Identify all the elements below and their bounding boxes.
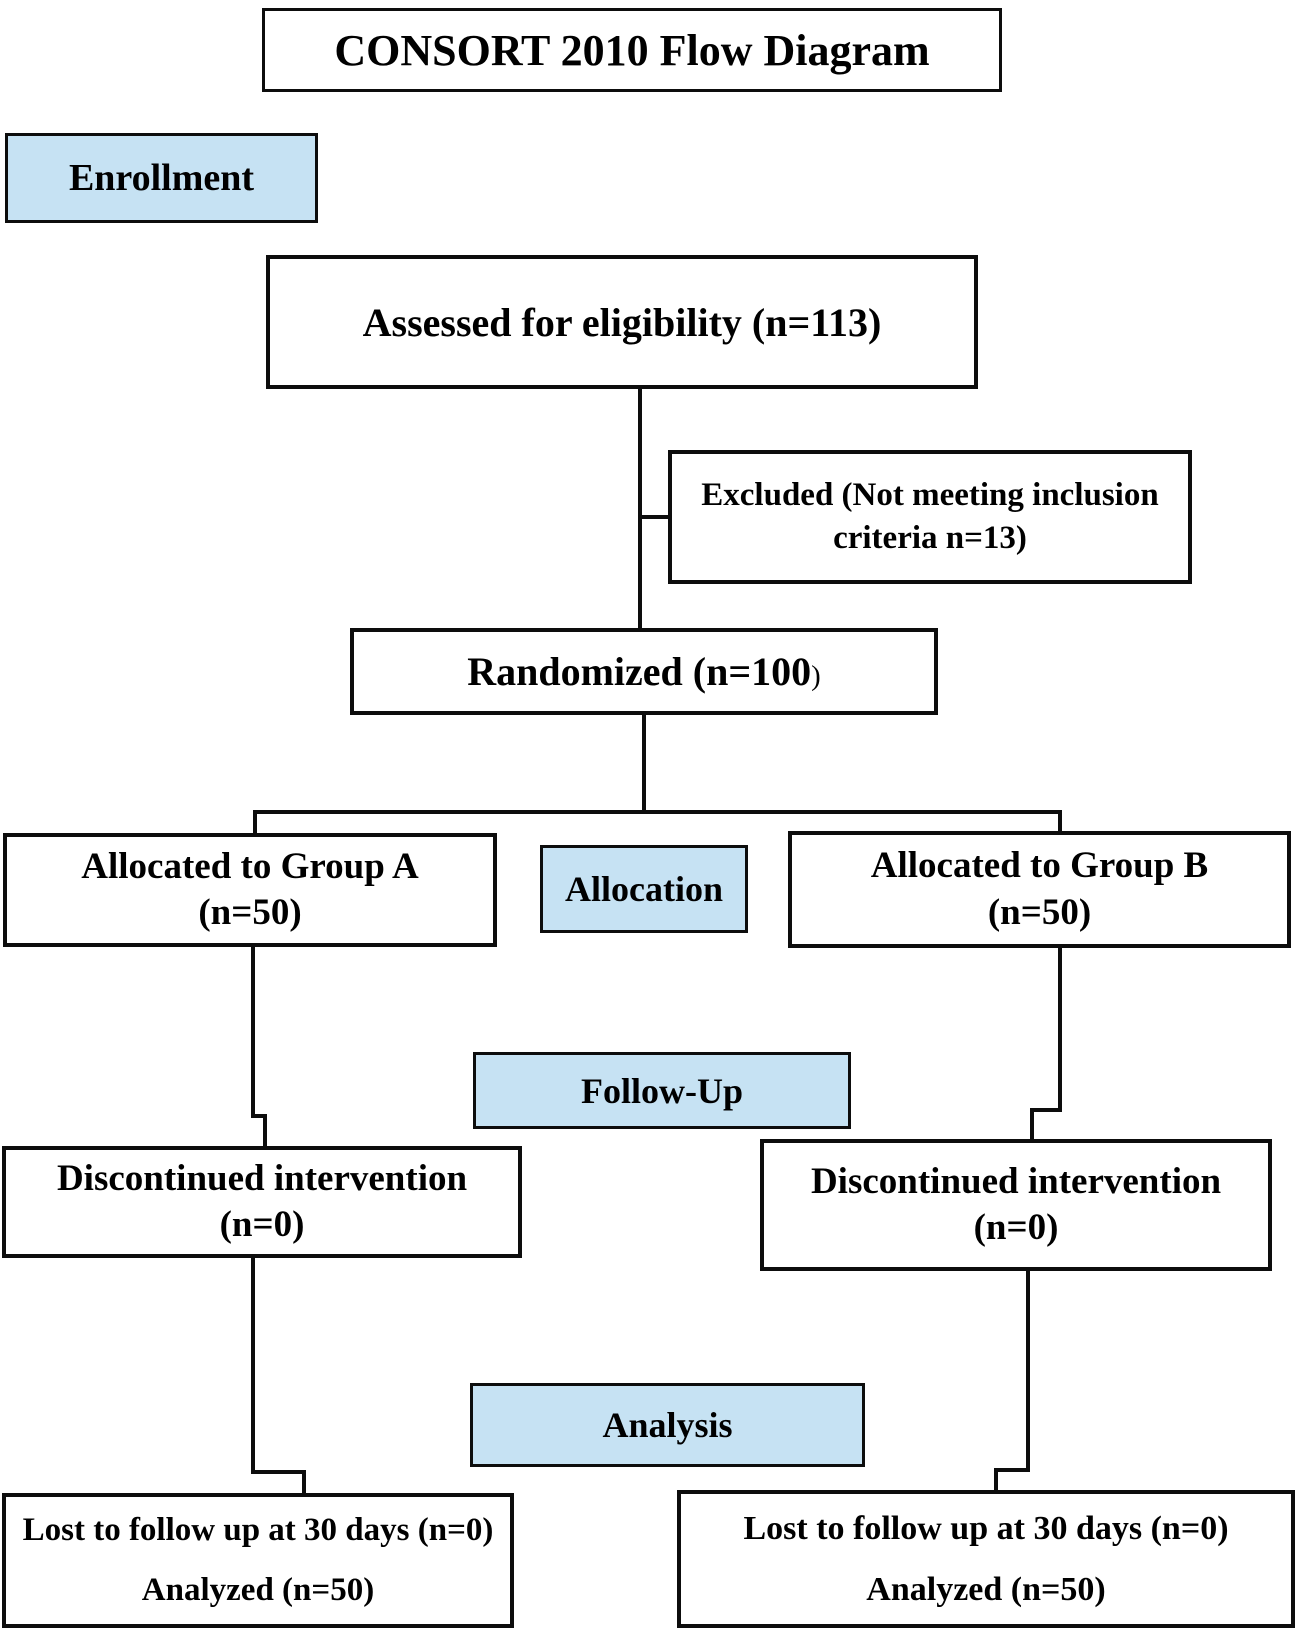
- excluded-text-line2: criteria n=13): [833, 520, 1027, 556]
- connector-assessed-to-randomized: [638, 389, 642, 630]
- group-a-text-line1: Allocated to Group A: [81, 845, 419, 887]
- connector-disc-left-jog-h: [251, 1470, 306, 1474]
- node-lost-analyzed-left: Lost to follow up at 30 days (n=0) Analy…: [2, 1493, 514, 1628]
- stage-label-analysis: Analysis: [470, 1383, 865, 1467]
- lost-left-line1: Lost to follow up at 30 days (n=0): [22, 1512, 494, 1549]
- analysis-label: Analysis: [602, 1405, 733, 1445]
- assessed-text: Assessed for eligibility (n=113): [362, 299, 882, 345]
- connector-disc-right-down: [1026, 1270, 1030, 1472]
- connector-group-b-down: [1058, 947, 1062, 1112]
- discontinued-left-line2: (n=0): [219, 1204, 305, 1245]
- connector-drop-group-b: [1058, 810, 1062, 834]
- diagram-title-box: CONSORT 2010 Flow Diagram: [262, 8, 1002, 92]
- connector-split-horizontal: [253, 810, 1062, 814]
- connector-disc-right-jog-h: [994, 1468, 1030, 1472]
- node-discontinued-left: Discontinued intervention (n=0): [2, 1146, 522, 1258]
- node-excluded: Excluded (Not meeting inclusion criteria…: [668, 450, 1192, 584]
- excluded-text-line1: Excluded (Not meeting inclusion: [701, 477, 1159, 514]
- discontinued-left-line1: Discontinued intervention: [56, 1157, 468, 1199]
- group-a-text-line2: (n=50): [198, 892, 302, 933]
- lost-right-line1: Lost to follow up at 30 days (n=0): [743, 1509, 1229, 1547]
- lost-left-line2: Analyzed (n=50): [141, 1571, 375, 1608]
- connector-group-b-jog-v: [1030, 1108, 1034, 1142]
- discontinued-right-line1: Discontinued intervention: [810, 1160, 1222, 1202]
- node-discontinued-right: Discontinued intervention (n=0): [760, 1139, 1272, 1271]
- connector-drop-group-a: [253, 810, 257, 836]
- group-b-text-line2: (n=50): [987, 891, 1092, 933]
- connector-stub-to-excluded: [640, 515, 670, 519]
- connector-disc-left-down: [251, 1257, 255, 1474]
- node-randomized: Randomized (n=100): [350, 628, 938, 715]
- enrollment-label: Enrollment: [68, 157, 255, 199]
- stage-label-follow-up: Follow-Up: [473, 1052, 851, 1129]
- connector-group-b-jog-h: [1030, 1108, 1062, 1112]
- connector-group-a-down: [251, 946, 255, 1118]
- stage-label-enrollment: Enrollment: [5, 133, 318, 223]
- connector-disc-right-jog-v: [994, 1468, 998, 1493]
- lost-right-line2: Analyzed (n=50): [866, 1571, 1106, 1608]
- connector-group-a-jog-h: [251, 1114, 267, 1118]
- node-allocated-group-b: Allocated to Group B (n=50): [788, 831, 1291, 948]
- node-assessed-for-eligibility: Assessed for eligibility (n=113): [266, 255, 978, 389]
- node-allocated-group-a: Allocated to Group A (n=50): [3, 833, 497, 947]
- randomized-closing-paren: ): [811, 660, 821, 692]
- follow-up-label: Follow-Up: [581, 1070, 743, 1111]
- connector-randomized-to-split: [642, 714, 646, 814]
- allocation-label: Allocation: [565, 869, 723, 909]
- stage-label-allocation: Allocation: [540, 845, 748, 933]
- connector-group-a-jog-v: [263, 1114, 267, 1149]
- connector-disc-left-jog-v: [302, 1470, 306, 1496]
- discontinued-right-line2: (n=0): [973, 1207, 1059, 1248]
- diagram-title: CONSORT 2010 Flow Diagram: [334, 25, 930, 75]
- randomized-text: Randomized (n=100): [467, 649, 821, 694]
- node-lost-analyzed-right: Lost to follow up at 30 days (n=0) Analy…: [677, 1490, 1295, 1628]
- group-b-text-line1: Allocated to Group B: [870, 845, 1209, 887]
